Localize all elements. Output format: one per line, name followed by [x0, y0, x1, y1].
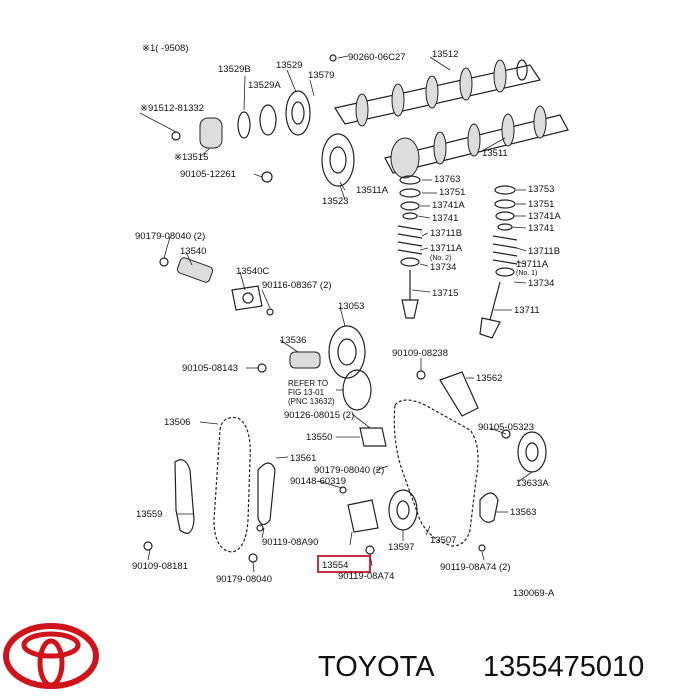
part-label: 13579 — [308, 70, 334, 81]
part-label: 90179-08040 (2) — [314, 465, 384, 476]
part-label: 13562 — [476, 373, 502, 384]
part-label: 13753 — [528, 184, 554, 195]
part-label: 13751 — [528, 199, 554, 210]
part-label: ※91512-81332 — [140, 103, 204, 114]
part-label: 13711B — [528, 246, 560, 257]
part-label: 13711A — [516, 259, 549, 270]
part-label: 90105-05323 — [478, 422, 534, 433]
part-label: 13511 — [482, 148, 508, 159]
part-label: 13741A — [528, 211, 561, 222]
highlight-box-13554 — [317, 555, 371, 573]
part-label: 13540C — [236, 266, 269, 277]
part-label: 13741 — [528, 223, 554, 234]
idler-13053 — [257, 325, 372, 411]
part-label: 13529A — [248, 80, 281, 91]
part-label: 13559 — [136, 509, 162, 520]
part-label: 13633A — [516, 478, 549, 489]
part-label: 90119-08A90 — [262, 537, 318, 548]
part-label: 13715 — [432, 288, 458, 299]
brand-name: TOYOTA — [318, 651, 435, 683]
part-label: 13529B — [218, 64, 251, 75]
part-label: 13523 — [322, 196, 348, 207]
toyota-logo — [3, 623, 99, 689]
part-label: REFER TO — [288, 379, 328, 388]
part-label: 13536 — [280, 335, 306, 346]
part-label: (PNC 13632) — [288, 397, 335, 406]
part-label: 13540 — [180, 246, 206, 257]
crank-sprocket-13597 — [388, 489, 418, 531]
tensioner-13554 — [347, 499, 379, 555]
part-label: 90260-06C27 — [348, 52, 406, 63]
part-label: 13741 — [432, 213, 458, 224]
part-label: 13563 — [510, 507, 536, 518]
sensor-13540 — [159, 257, 214, 283]
part-label: 13763 — [434, 174, 460, 185]
part-label: (No. 1) — [516, 270, 537, 277]
part-label: ※13515 — [174, 152, 208, 163]
guide-13563 — [478, 492, 499, 552]
part-labels: 90260-06C27 13512 13529B 13529 13579 135… — [132, 49, 561, 585]
part-label: 13741A — [432, 200, 465, 211]
part-label: 13734 — [528, 278, 554, 289]
part-label: 90119-08A74 (2) — [440, 562, 511, 573]
gear-13633a — [501, 429, 547, 473]
part-label: (No. 2) — [430, 255, 451, 262]
part-label: 90179-08040 — [216, 574, 272, 585]
part-label: 90105-12261 — [180, 169, 236, 180]
camshaft-lower — [384, 105, 569, 179]
part-label: 13751 — [439, 187, 465, 198]
part-label: 90116-08367 (2) — [262, 280, 332, 291]
valve-stack-no2 — [397, 175, 423, 319]
part-label: 90119-08A74 — [338, 571, 394, 582]
part-label: 90148-60319 — [290, 476, 346, 487]
leader-lines — [139, 55, 533, 573]
header-note: ※1( -9508) — [142, 43, 189, 54]
part-label: 90105-08143 — [182, 363, 238, 374]
part-label: 13511A — [356, 185, 389, 196]
camshaft-upper — [334, 59, 541, 127]
part-label: 90109-08238 — [392, 348, 448, 359]
part-label: 13506 — [164, 417, 190, 428]
part-label: 90109-08181 — [132, 561, 188, 572]
timing-chain-13506 — [213, 416, 251, 553]
part-label: 13734 — [430, 262, 456, 273]
part-label: 13597 — [388, 542, 414, 553]
part-label: 13529 — [276, 60, 302, 71]
part-label: 13561 — [290, 453, 316, 464]
part-label: 13512 — [432, 49, 458, 60]
part-label: 90126-08015 (2) — [284, 410, 354, 421]
part-number: 1355475010 — [483, 651, 644, 683]
valve-stack-no1 — [479, 185, 518, 339]
part-label: 13053 — [338, 301, 364, 312]
vvt-parts — [171, 54, 337, 183]
part-label: 13550 — [306, 432, 332, 443]
cover-13540c — [231, 285, 274, 316]
chain-guide-13559 — [143, 459, 195, 551]
figure-code: 130069-A — [513, 588, 555, 599]
part-label-highlighted: 13554 — [322, 560, 348, 571]
part-label: 90179-08040 (2) — [135, 231, 205, 242]
part-label: 13711 — [514, 305, 540, 316]
cam-sprocket — [321, 133, 355, 187]
tensioner-13550 — [339, 427, 387, 494]
part-label: FIG 13-01 — [288, 388, 325, 397]
part-label: 13711B — [430, 228, 462, 239]
timing-chain-13507 — [393, 399, 479, 547]
part-label: 13507 — [430, 535, 456, 546]
part-label: 13711A — [430, 243, 463, 254]
